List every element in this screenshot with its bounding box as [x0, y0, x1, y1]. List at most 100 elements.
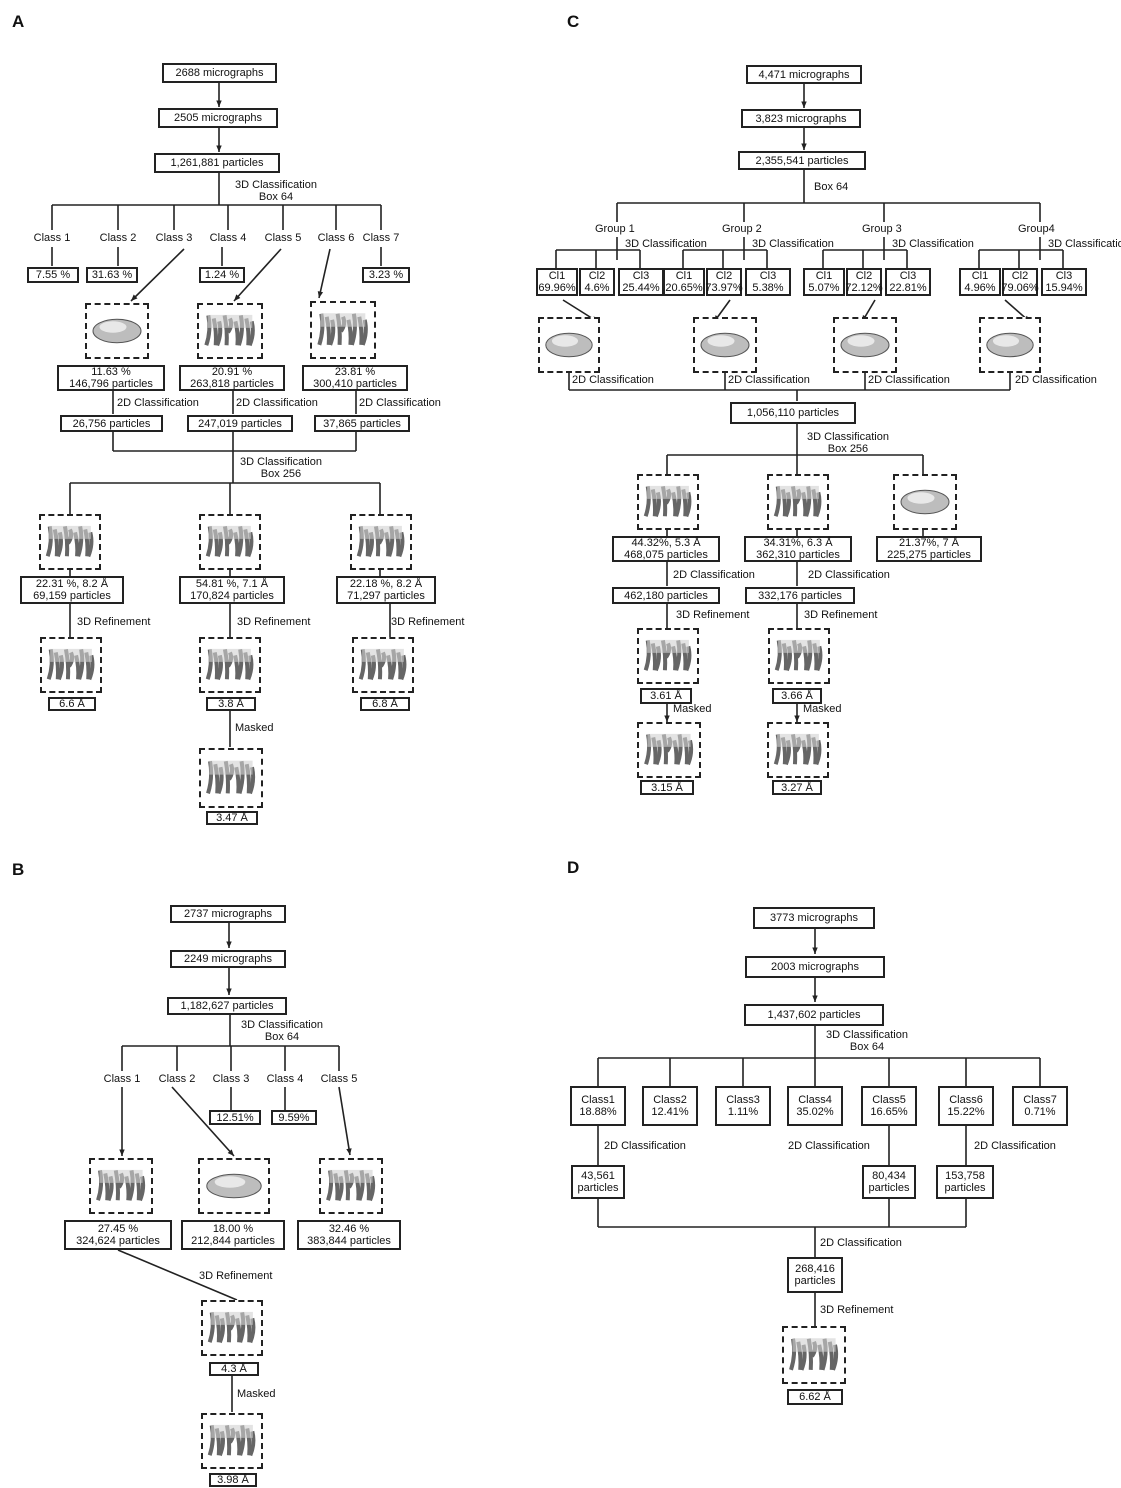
micrographs-box: 3,823 micrographs [741, 109, 861, 128]
density-map-render [789, 1338, 839, 1371]
box-text: 12.51% [216, 1111, 254, 1124]
box-text: 3,823 micrographs [755, 112, 847, 125]
density-map-render [545, 332, 593, 358]
classification-label: 2D Classification [236, 397, 318, 409]
label-text: Masked [237, 1388, 276, 1400]
class-label: Class 4 [210, 232, 247, 244]
label-text: 2D Classification [728, 374, 810, 386]
particles-box: 1,261,881 particles [154, 153, 280, 173]
box-text: 0.71% [1024, 1106, 1056, 1118]
box-text: 54.81 %, 7.1 Å [195, 578, 269, 590]
class-label: Class 3 [213, 1073, 250, 1085]
label-text: 3D Classification [1048, 238, 1121, 250]
group-label: Group4 [1018, 223, 1055, 235]
arrowhead [812, 947, 818, 954]
label-text: Class 6 [317, 232, 355, 244]
box-text: 18.00 % [212, 1223, 254, 1235]
resolution-box: 6.8 Å [360, 697, 410, 711]
label-text: 3D Classification [235, 179, 317, 191]
box-text: Class6 [949, 1094, 983, 1106]
box-text: 3.23 % [368, 269, 404, 281]
box-text: 15.22% [947, 1106, 985, 1118]
box-text: Cl3 [632, 270, 650, 282]
refinement-label: 3D Refinement [676, 609, 749, 621]
box-text: Cl3 [1055, 270, 1073, 282]
classification-label: 2D Classification [1015, 374, 1097, 386]
density-map [767, 474, 829, 530]
label-text: Group 3 [862, 223, 902, 235]
arrowhead [119, 1149, 125, 1156]
box-text: 4.96% [964, 282, 996, 294]
density-map [893, 474, 957, 530]
box-text: particles [868, 1182, 910, 1194]
box-text: 5.07% [808, 282, 840, 294]
arrowhead [812, 995, 818, 1002]
label-text: 2D Classification [673, 569, 755, 581]
label-text: 2D Classification [1015, 374, 1097, 386]
box-text: 22.18 %, 8.2 Å [349, 578, 423, 590]
box-text: 18.88% [579, 1106, 617, 1118]
classification-label: 3D Classification [892, 238, 974, 250]
micrographs-box: 2003 micrographs [745, 956, 885, 978]
box-text: 225,275 particles [887, 549, 971, 561]
refinement-label: 3D Refinement [77, 616, 150, 628]
arrowhead [801, 101, 807, 108]
box-text: 153,758 [945, 1170, 985, 1182]
label-text: 3D Classification [240, 456, 322, 468]
box-text: 5.38% [752, 282, 784, 294]
label-text: 3D Refinement [676, 609, 750, 621]
label-text: 2D Classification [117, 397, 199, 409]
density-map-render [644, 733, 694, 766]
box-text: Cl2 [855, 270, 873, 282]
density-map-render [204, 314, 255, 347]
box-text: 22.31 %, 8.2 Å [35, 578, 109, 590]
label-text: Group 2 [722, 223, 762, 235]
micrographs-box: 4,471 micrographs [746, 65, 862, 84]
density-map [198, 1158, 270, 1214]
label-text: Box 256 [260, 468, 302, 480]
label-text: Masked [235, 722, 274, 734]
density-map-render [774, 639, 823, 672]
refinement-label: 3D Refinement [391, 616, 464, 628]
arrowhead [216, 100, 222, 107]
box-text: 11.63 % [91, 366, 131, 378]
micrographs-box: 2249 micrographs [170, 950, 286, 968]
box-text: Cl1 [971, 270, 989, 282]
box-text: 2,355,541 particles [755, 154, 849, 167]
density-map [89, 1158, 153, 1214]
density-map [197, 303, 263, 359]
box-text: 35.02% [796, 1106, 834, 1118]
density-map-render [317, 313, 368, 346]
label-text: Class 4 [209, 232, 247, 244]
box-text: 15.94% [1045, 282, 1083, 294]
box-text: 2737 micrographs [183, 908, 273, 920]
classification-label: 2D Classification [974, 1140, 1056, 1152]
particles-box: 26,756 particles [60, 415, 163, 432]
class-label: Class 5 [265, 232, 302, 244]
density-map-render [45, 525, 94, 558]
arrowhead [317, 291, 324, 298]
box-text: 4.6% [584, 282, 610, 294]
class-label: Class 7 [363, 232, 400, 244]
class-label: Class 2 [159, 1073, 196, 1085]
density-map-render [700, 332, 750, 358]
box-text: 73.97% [705, 282, 743, 294]
label-text: 2D Classification [974, 1140, 1056, 1152]
classification-label: 2D Classification [572, 374, 654, 386]
box-text: 3.47 Å [216, 812, 248, 824]
label-text: 3D Refinement [237, 616, 311, 628]
class-label: Class 3 [156, 232, 193, 244]
percent-box: 1.24 % [199, 267, 245, 283]
density-map [199, 637, 261, 693]
label-text: 2D Classification [788, 1140, 870, 1152]
panel-b-label: B [12, 860, 25, 879]
box-text: 247,019 particles [198, 417, 282, 430]
label-text: Class 1 [33, 232, 71, 244]
density-map-render [207, 1424, 256, 1457]
